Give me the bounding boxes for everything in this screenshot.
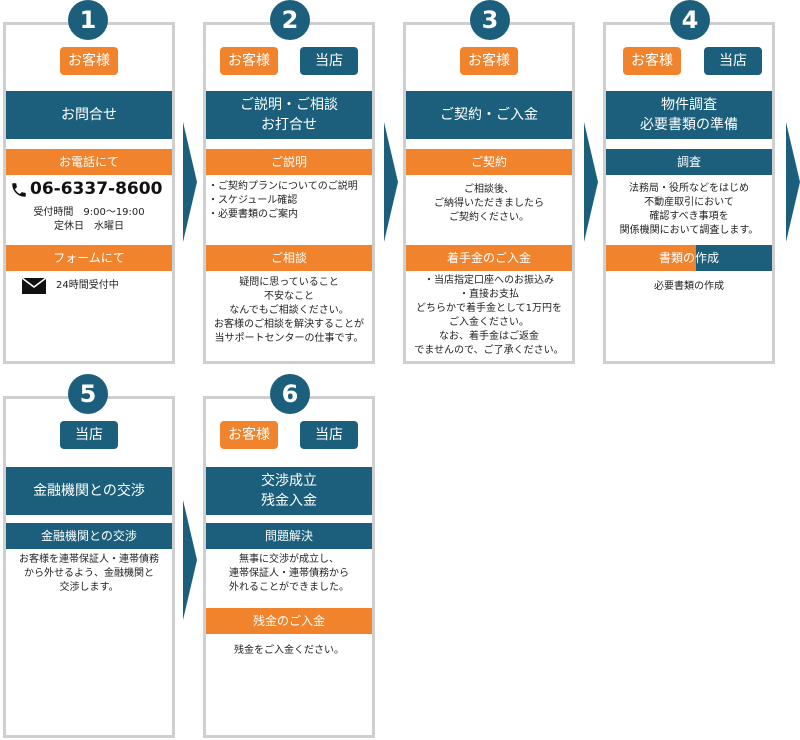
- step-2-sub1: ご説明: [206, 149, 372, 175]
- step-4-sub2: 書類の作成: [658, 251, 719, 265]
- customer-badge: お客様: [220, 421, 278, 449]
- step-6-sub2: 残金のご入金: [206, 608, 372, 634]
- step-3-sub1: ご契約: [406, 149, 572, 175]
- step-1-phone-header: お電話にて: [6, 149, 172, 175]
- arrow-right-icon: [183, 500, 197, 620]
- step-2-card: ご説明・ご相談 お打合せ ご説明 ・ご契約プランについてのご説明 ・スケジュール…: [203, 22, 375, 364]
- step-6-number: 6: [270, 374, 310, 414]
- step-2-number: 2: [270, 0, 310, 40]
- phone-icon: [10, 181, 28, 203]
- step-1-card: お問合せ お電話にて 06-6337-8600 受付時間 9:00～19:00 …: [3, 22, 175, 364]
- step-4-sub1: 調査: [606, 149, 772, 175]
- step-6-title: 交渉成立 残金入金: [206, 467, 372, 515]
- phone-number[interactable]: 06-6337-8600: [30, 179, 163, 199]
- shop-badge: 当店: [300, 421, 358, 449]
- step-4-sub2-bar: [606, 245, 772, 271]
- step-2-sub2: ご相談: [206, 245, 372, 271]
- step-3-sub2: 着手金のご入金: [406, 245, 572, 271]
- shop-badge: 当店: [60, 421, 118, 449]
- step-2-body1: ・ご契約プランについてのご説明 ・スケジュール確認 ・必要書類のご案内: [208, 181, 358, 220]
- step-1-form-header: フォームにて: [6, 245, 172, 271]
- step-1-form-note: 24時間受付中: [56, 280, 119, 291]
- step-5-card: 金融機関との交渉 金融機関との交渉 お客様を連帯保証人・連帯債務 から外せるよう…: [3, 396, 175, 738]
- step-3-card: ご契約・ご入金 ご契約 ご相談後、 ご納得いただきましたら ご契約ください。 着…: [403, 22, 575, 364]
- customer-badge: お客様: [623, 47, 681, 75]
- step-5-body1: お客様を連帯保証人・連帯債務 から外せるよう、金融機関と 交渉します。: [19, 554, 159, 593]
- step-3-number: 3: [470, 0, 510, 40]
- step-5-sub1: 金融機関との交渉: [6, 523, 172, 549]
- shop-badge: 当店: [704, 47, 762, 75]
- step-4-number: 4: [670, 0, 710, 40]
- step-4-body2: 必要書類の作成: [654, 281, 724, 292]
- step-4-card: 物件調査 必要書類の準備 調査 法務局・役所などをはじめ 不動産取引において 確…: [603, 22, 775, 364]
- shop-badge: 当店: [300, 47, 358, 75]
- step-6-body2: 残金をご入金ください。: [234, 645, 344, 656]
- step-6-sub1: 問題解決: [206, 523, 372, 549]
- step-3-body2: ・当店指定口座へのお振込み ・直接お支払 どちらかで着手金として1万円を ご入金…: [414, 275, 564, 356]
- customer-badge: お客様: [220, 47, 278, 75]
- arrow-right-icon: [384, 122, 398, 242]
- arrow-right-icon: [183, 122, 197, 242]
- step-1-number: 1: [68, 0, 108, 40]
- step-3-title: ご契約・ご入金: [406, 91, 572, 139]
- arrow-right-icon: [584, 122, 598, 242]
- step-6-card: 交渉成立 残金入金 問題解決 無事に交渉が成立し、 連帯保証人・連帯債務から 外…: [203, 396, 375, 738]
- step-4-body1: 法務局・役所などをはじめ 不動産取引において 確認すべき事項を 関係機関において…: [619, 183, 759, 236]
- step-2-title: ご説明・ご相談 お打合せ: [206, 91, 372, 139]
- step-5-title: 金融機関との交渉: [6, 467, 172, 515]
- step-5-number: 5: [68, 374, 108, 414]
- mail-icon: [21, 277, 47, 298]
- customer-badge: お客様: [60, 47, 118, 75]
- step-4-title: 物件調査 必要書類の準備: [606, 91, 772, 139]
- step-2-body2: 疑問に思っていること 不安なこと なんでもご相談ください。 お客様のご相談を解決…: [214, 277, 364, 344]
- arrow-right-icon: [786, 122, 800, 242]
- step-6-body1: 無事に交渉が成立し、 連帯保証人・連帯債務から 外れることができました。: [229, 554, 349, 593]
- step-3-body1: ご相談後、 ご納得いただきましたら ご契約ください。: [434, 184, 544, 223]
- customer-badge: お客様: [460, 47, 518, 75]
- step-1-title: お問合せ: [6, 91, 172, 139]
- step-1-hours: 受付時間 9:00～19:00 定休日 水曜日: [33, 207, 145, 232]
